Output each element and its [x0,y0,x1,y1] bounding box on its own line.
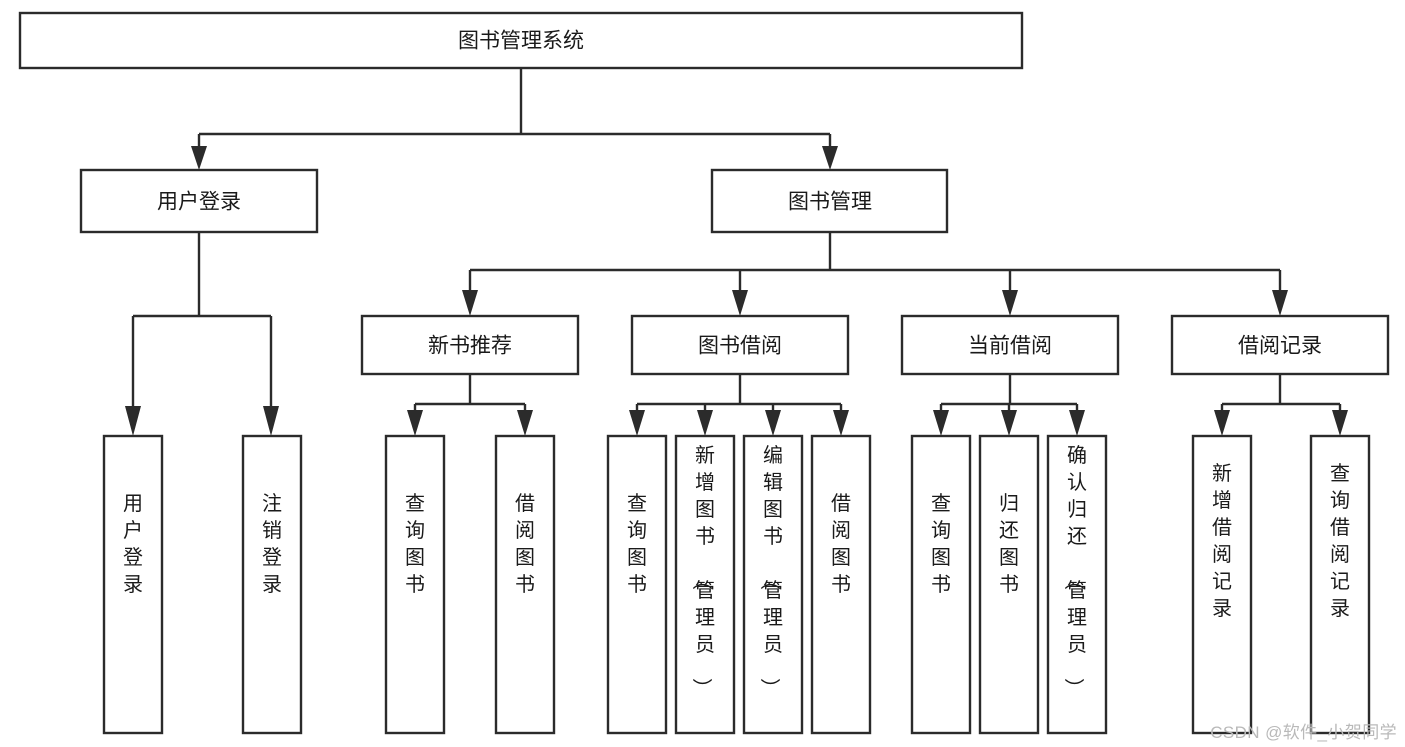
node-root-label: 图书管理系统 [458,30,584,53]
connector-group-book-manage-to-level3 [462,232,1288,316]
node-book-borrow[interactable]: 图书借阅 [630,314,850,376]
connector-group-current-borrow-to-leaves [933,374,1085,436]
arrow-head-user-login [191,146,207,170]
node-root[interactable]: 图书管理系统 [18,11,1024,70]
node-borrow-record[interactable]: 借阅记录 [1170,314,1390,376]
node-borrow-record-box[interactable] [1170,314,1390,376]
node-leaf-logout-box[interactable] [241,434,303,735]
arrow-head-leaf-query-book-1 [407,410,423,436]
node-leaf-edit-book-box[interactable] [742,434,804,735]
node-leaf-edit-book[interactable]: 编辑图书（管理员） [742,434,804,735]
node-leaf-return-book[interactable]: 归还图书 [978,434,1040,735]
node-user-login-box[interactable] [79,168,319,234]
node-leaf-logout-label: 注销登录 [262,492,282,596]
node-leaf-borrow-book-1-label: 借阅图书 [515,492,535,596]
arrow-head-leaf-query-book-2 [629,410,645,436]
node-user-login[interactable]: 用户登录 [79,168,319,234]
connector-group-root-to-level2 [191,68,838,170]
node-leaf-confirm-return-label: 确认归还（管理员） [1062,444,1087,698]
arrow-head-leaf-add-record [1214,410,1230,436]
node-leaf-query-book-2-box[interactable] [606,434,668,735]
connector-group-new-book-recommend-to-leaves [407,374,533,436]
node-leaf-add-book-box[interactable] [674,434,736,735]
arrow-head-borrow-record [1272,290,1288,316]
arrow-head-leaf-borrow-book-1 [517,410,533,436]
arrow-head-leaf-user-login [125,406,141,436]
arrow-head-book-manage [822,146,838,170]
arrow-head-leaf-add-book [697,410,713,436]
node-book-borrow-box[interactable] [630,314,850,376]
node-leaf-query-record-box[interactable] [1309,434,1371,735]
node-book-borrow-label: 图书借阅 [698,335,782,358]
node-leaf-query-book-2-label: 查询图书 [627,492,647,596]
connector-group-borrow-record-to-leaves [1214,374,1348,436]
node-leaf-query-record-label: 查询借阅记录 [1330,462,1350,620]
node-new-book-recommend-box[interactable] [360,314,580,376]
node-leaf-query-record[interactable]: 查询借阅记录 [1309,434,1371,735]
node-leaf-edit-book-label: 编辑图书（管理员） [758,444,783,698]
arrow-head-leaf-edit-book [765,410,781,436]
connector-group-book-borrow-to-leaves [629,374,849,436]
node-leaf-add-book-label: 新增图书（管理员） [690,444,715,698]
node-leaf-logout[interactable]: 注销登录 [241,434,303,735]
arrow-head-leaf-confirm-return [1069,410,1085,436]
node-borrow-record-label: 借阅记录 [1238,335,1322,358]
node-leaf-user-login[interactable]: 用户登录 [102,434,164,735]
node-leaf-add-record[interactable]: 新增借阅记录 [1191,434,1253,735]
arrow-head-leaf-return-book [1001,410,1017,436]
node-leaf-query-book-1-box[interactable] [384,434,446,735]
node-leaf-query-book-2[interactable]: 查询图书 [606,434,668,735]
node-leaf-return-book-box[interactable] [978,434,1040,735]
node-leaf-borrow-book-2[interactable]: 借阅图书 [810,434,872,735]
node-leaf-query-book-3-box[interactable] [910,434,972,735]
arrow-head-leaf-logout [263,406,279,436]
node-current-borrow[interactable]: 当前借阅 [900,314,1120,376]
node-book-manage[interactable]: 图书管理 [710,168,949,234]
node-book-manage-label: 图书管理 [788,191,872,214]
arrow-head-leaf-borrow-book-2 [833,410,849,436]
node-book-manage-box[interactable] [710,168,949,234]
node-leaf-borrow-book-1[interactable]: 借阅图书 [494,434,556,735]
node-leaf-return-book-label: 归还图书 [999,492,1019,596]
node-root-box[interactable] [18,11,1024,70]
node-leaf-borrow-book-1-box[interactable] [494,434,556,735]
arrow-head-leaf-query-record [1332,410,1348,436]
arrow-head-new-book-recommend [462,290,478,316]
node-new-book-recommend-label: 新书推荐 [428,335,512,358]
arrow-head-current-borrow [1002,290,1018,316]
node-leaf-confirm-return-box[interactable] [1046,434,1108,735]
node-leaf-user-login-box[interactable] [102,434,164,735]
node-leaf-borrow-book-2-box[interactable] [810,434,872,735]
arrow-head-book-borrow [732,290,748,316]
node-leaf-add-record-box[interactable] [1191,434,1253,735]
arrow-head-leaf-query-book-3 [933,410,949,436]
node-current-borrow-box[interactable] [900,314,1120,376]
node-leaf-query-book-1-label: 查询图书 [405,492,425,596]
node-leaf-user-login-label: 用户登录 [123,493,143,596]
node-leaf-query-book-3-label: 查询图书 [931,492,951,596]
node-leaf-add-book[interactable]: 新增图书（管理员） [674,434,736,735]
node-new-book-recommend[interactable]: 新书推荐 [360,314,580,376]
connector-group-user-login-to-leaves [125,232,279,436]
node-leaf-confirm-return[interactable]: 确认归还（管理员） [1046,434,1108,735]
node-leaf-add-record-label: 新增借阅记录 [1212,462,1232,620]
node-user-login-label: 用户登录 [157,191,241,214]
node-leaf-query-book-3[interactable]: 查询图书 [910,434,972,735]
node-leaf-borrow-book-2-label: 借阅图书 [831,492,851,596]
node-current-borrow-label: 当前借阅 [968,335,1052,358]
node-leaf-query-book-1[interactable]: 查询图书 [384,434,446,735]
